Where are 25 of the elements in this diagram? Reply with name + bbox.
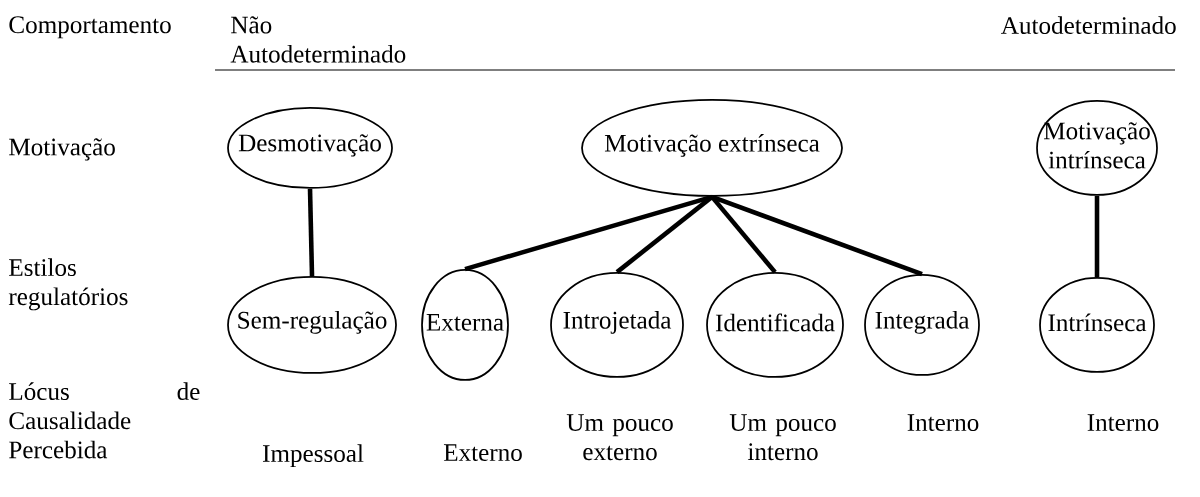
connector-line: [307, 188, 315, 277]
connector-line: [711, 194, 923, 277]
ellipse-node: Externa: [421, 269, 509, 381]
row-label: Não Autodeterminado: [230, 16, 406, 63]
row-label: Autodeterminado: [1001, 16, 1176, 34]
ellipse-node: Desmotivação: [227, 107, 393, 189]
ellipse-node: Identificada: [706, 272, 844, 378]
row-label: Comportamento: [9, 16, 171, 39]
ellipse-node: Motivação intrínseca: [1036, 100, 1158, 196]
row-label: Impessoal: [263, 444, 364, 468]
ellipse-node: Sem-regulação: [227, 276, 397, 374]
row-label: Lócus de Causalidade Percebida: [9, 382, 200, 459]
ellipse-node: Motivação extrínseca: [581, 99, 843, 197]
ellipse-node: Introjetada: [550, 272, 684, 378]
row-label: Estilos regulatórios: [8, 258, 128, 311]
row-label: Interno: [907, 414, 979, 432]
row-label: Interno: [1087, 414, 1159, 432]
row-label: Um pouco externo: [566, 414, 673, 461]
ellipse-node: Integrada: [864, 274, 980, 376]
row-label: Externo: [443, 444, 522, 462]
ellipse-node: Intrínseca: [1039, 277, 1155, 373]
connector-line: [1094, 195, 1100, 278]
row-label: Motivação: [9, 138, 115, 161]
row-label: Um pouco interno: [729, 414, 836, 461]
connector-line: [464, 194, 713, 272]
